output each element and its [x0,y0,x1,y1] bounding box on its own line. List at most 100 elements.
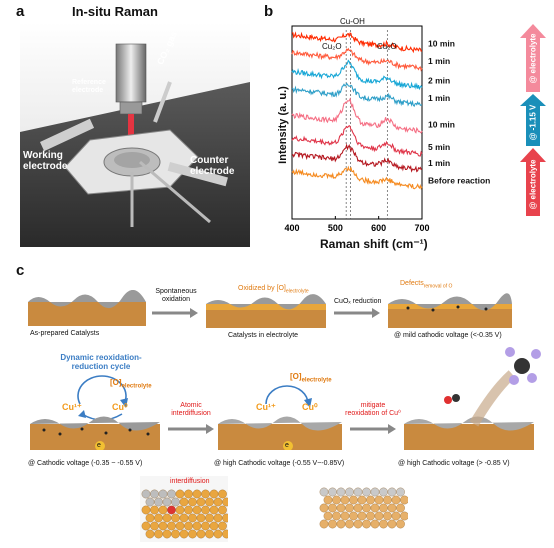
atom [319,487,329,497]
atom [184,489,193,499]
atom [328,519,337,529]
atom [158,505,168,515]
annotation-cu2o-left: Cu₂O [322,42,342,51]
arrow-cuox-reduction [334,308,380,318]
atom [167,505,176,515]
atom [150,489,159,499]
working-electrode-label: Working electrode [23,150,68,172]
atom [383,511,392,521]
series-label: 1 min [428,56,450,66]
atom [205,513,214,523]
catalyst-highest-cathodic [404,347,541,450]
atom [370,519,380,529]
atom [357,511,367,521]
atom [205,529,214,539]
atom [213,513,223,523]
atom [196,497,206,507]
series-label: 10 min [428,39,455,49]
atom [319,503,329,513]
atom [196,529,206,539]
atom [391,495,401,505]
arrow-mitigate-label: mitigate reoxidation of Cu⁰ [345,402,401,417]
atom [188,529,197,539]
atom [353,487,363,497]
atom [209,489,219,499]
atom [345,487,354,497]
series-label: 1 min [428,93,450,103]
atom [171,513,180,523]
atom [167,521,176,531]
atom [145,529,155,539]
x-tick-label: 700 [414,223,429,233]
x-tick-label: 500 [328,223,343,233]
row1-caption-1: As-prepared Catalysts [30,330,100,337]
objective-lens [115,43,147,103]
atom [323,495,333,505]
o-electrolyte-middle: [O]electrolyte [290,372,332,384]
catalyst-cathodic [30,416,160,450]
atom [370,503,380,513]
plot-frame [291,25,423,220]
atom [175,489,185,499]
atom [171,529,180,539]
series-line [291,97,423,134]
atom [209,521,219,531]
surface-zoom [319,487,408,529]
atom [201,521,210,531]
atom [396,519,405,529]
annotation-cuoh: Cu-OH [340,17,365,26]
atom [379,487,388,497]
atom [201,505,210,515]
catalyst-mild-cathodic [388,293,512,328]
atom [387,503,397,513]
series-line [291,59,423,91]
atom [209,505,219,515]
atom [179,513,189,523]
atom [192,505,202,515]
laser-beam [128,114,134,154]
atom [192,521,202,531]
arrow-interdiffusion [168,424,214,434]
atom [400,511,408,521]
atom [357,495,367,505]
panel-b-letter: b [264,3,274,20]
atom [362,487,371,497]
electron-left: e [97,442,101,449]
atom [222,529,228,539]
atom [154,513,163,523]
atom [154,529,163,539]
arrow-electrolyte-top: @ electrolyte [520,24,546,92]
oxidized-label: Oxidized by [O]electrolyte [238,285,309,295]
atom [218,489,227,499]
interdiffusion-label: interdiffusion [170,478,210,485]
atom [213,497,223,507]
atom [201,489,210,499]
row2-caption-2: @ high Cathodic voltage (-0.55 V~-0.85V) [214,460,345,467]
row2-caption-1: @ Cathodic voltage (-0.35 ~ -0.55 V) [28,460,143,467]
series-label: 5 min [428,142,450,152]
arrow-interdiffusion-label: Atomic interdiffusion [171,402,211,417]
atom [222,513,228,523]
row2-caption-3: @ high Cathodic voltage (> -0.85 V) [398,460,510,467]
series-label: 1 min [428,158,450,168]
atom [213,529,223,539]
atom [179,529,189,539]
series-line [291,124,423,157]
series-label: Before reaction [428,175,490,185]
arrow-spontaneous [152,308,198,318]
product-molecule [514,358,530,374]
panel-a: In-situ Raman Reference electrode CO₂ ga… [20,4,250,247]
electron-middle: e [285,442,289,449]
series-line [291,47,423,72]
atom [205,497,214,507]
series-label: 2 min [428,75,450,85]
atom [141,489,151,499]
atom [145,497,155,507]
catalyst-as-prepared [28,290,146,326]
arrow-spontaneous-label: Spontaneous oxidation [155,288,197,303]
atom [222,497,228,507]
atom [192,489,202,499]
row1-caption-3: @ mild cathodic voltage (<-0.35 V) [394,332,502,339]
atom [349,495,358,505]
